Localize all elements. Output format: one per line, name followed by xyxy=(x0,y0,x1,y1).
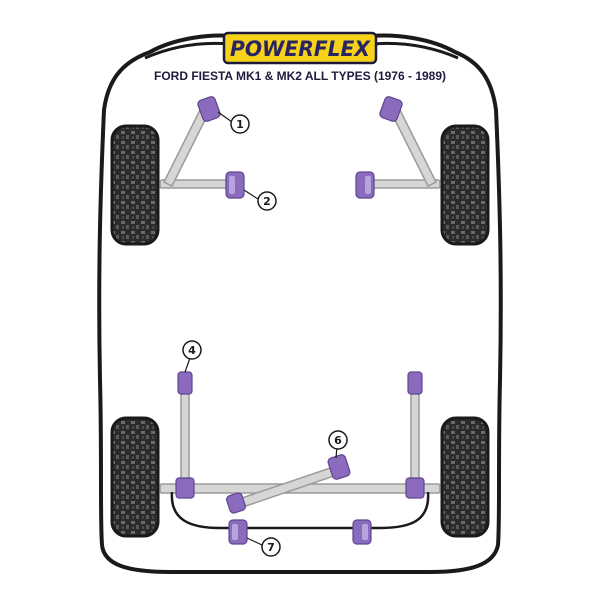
callout-2: 2 xyxy=(257,191,277,211)
bush-rear-left-axle xyxy=(175,477,195,499)
callout-7: 7 xyxy=(261,537,281,557)
powerflex-logo: POWERFLEX xyxy=(222,31,378,65)
front-left-tyre xyxy=(110,124,160,246)
car-body-outline xyxy=(97,33,503,574)
callout-1-label: 1 xyxy=(236,118,244,131)
bush-1-right xyxy=(379,96,403,122)
callouts: 1 2 4 6 7 xyxy=(182,114,348,557)
windscreen-line xyxy=(144,41,459,60)
bush-4-left-top xyxy=(177,371,193,395)
callout-1: 1 xyxy=(230,114,250,134)
rear-suspension xyxy=(159,377,441,530)
rear-left-tyre xyxy=(110,416,160,538)
vehicle-subtitle: FORD FIESTA MK1 & MK2 ALL TYPES (1976 - … xyxy=(154,69,446,83)
callout-4-label: 4 xyxy=(188,344,196,357)
bush-rear-right-axle xyxy=(405,477,425,499)
callout-4: 4 xyxy=(182,340,202,360)
rear-right-tyre xyxy=(440,416,490,538)
callout-2-label: 2 xyxy=(263,195,271,208)
rear-beam-loop xyxy=(170,491,430,530)
callout-leaders xyxy=(184,111,338,546)
bushes xyxy=(175,96,425,545)
callout-7-label: 7 xyxy=(267,541,275,554)
callout-6: 6 xyxy=(328,430,348,450)
bush-panhard-lower xyxy=(226,492,246,514)
bush-1-left xyxy=(197,96,221,122)
logo-text: POWERFLEX xyxy=(230,37,372,61)
front-right-wishbone xyxy=(390,108,438,188)
bush-highlights xyxy=(229,176,371,540)
bush-4-right-top xyxy=(407,371,423,395)
front-right-tyre xyxy=(440,124,490,246)
front-left-wishbone xyxy=(162,108,210,188)
callout-6-label: 6 xyxy=(334,434,342,447)
front-suspension xyxy=(159,108,441,189)
